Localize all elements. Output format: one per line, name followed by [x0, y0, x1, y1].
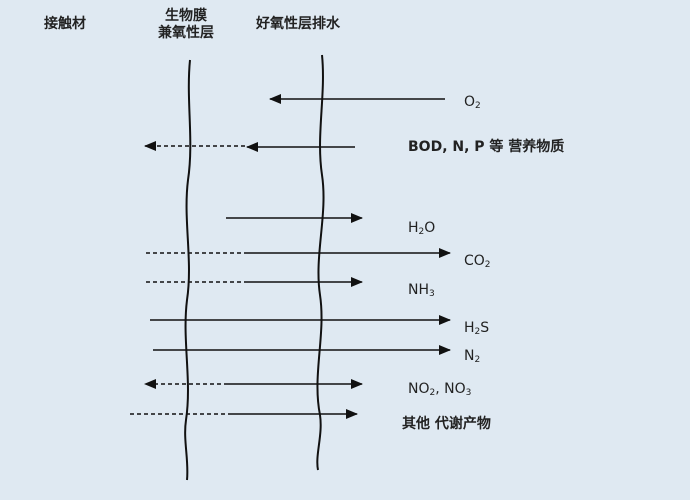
- label-h2o: H2O: [408, 220, 436, 237]
- header-biofilm-line2: 兼氧性层: [158, 25, 214, 41]
- label-nh3: NH3: [408, 282, 435, 299]
- header-contact-material: 接触材: [44, 16, 86, 32]
- label-other-metabolites: 其他 代谢产物: [402, 416, 491, 432]
- label-nox: NO2, NO3: [408, 381, 472, 398]
- label-nutrients: BOD, N, P 等 营养物质: [408, 139, 565, 155]
- label-n2: N2: [464, 348, 481, 365]
- label-co2: CO2: [464, 253, 491, 270]
- label-h2s: H2S: [464, 320, 490, 337]
- label-o2: O2: [464, 94, 481, 111]
- header-biofilm: 生物膜 兼氧性层: [158, 8, 214, 42]
- aerobic-boundary-line: [316, 54, 325, 471]
- biofilm-boundary-line: [184, 59, 192, 481]
- header-biofilm-line1: 生物膜: [165, 8, 207, 24]
- header-aerobic-layer-drainage: 好氧性层排水: [256, 16, 340, 32]
